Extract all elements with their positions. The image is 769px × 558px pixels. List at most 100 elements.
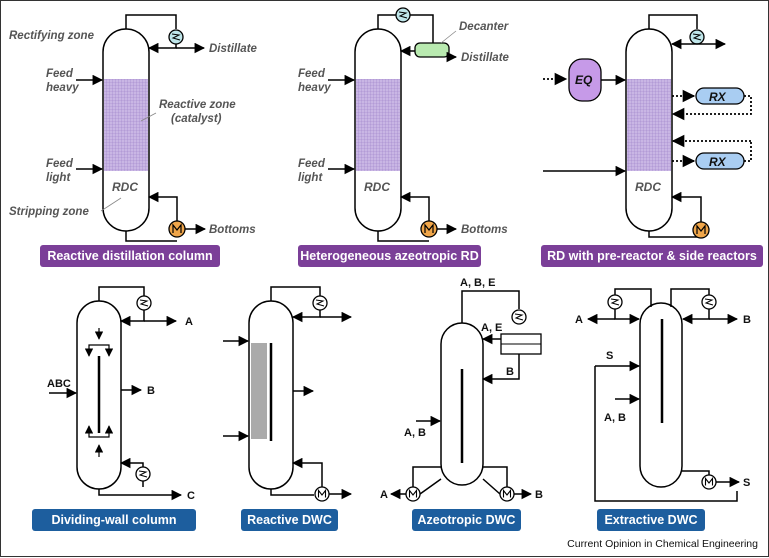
b-reflux-label: B — [506, 366, 514, 378]
reflux-line — [119, 310, 145, 327]
left-bottoms-line — [412, 466, 441, 487]
right-bottoms-line — [483, 466, 508, 487]
title-rd-with-reactors: RD with pre-reactor & side reactors — [541, 245, 763, 267]
panel-heterogeneous-azeotropic-rd: Feed heavy Feed light RDC Decanter Disti… — [298, 7, 510, 242]
reflux-line — [147, 42, 177, 54]
reboiler-left-icon — [405, 486, 421, 502]
bottoms-line — [648, 231, 701, 238]
b-label: B — [743, 314, 751, 326]
bottoms-line — [377, 231, 429, 242]
reboiler-icon — [420, 220, 438, 238]
rdc-label: RDC — [364, 180, 390, 194]
b-label: B — [147, 385, 155, 397]
condenser-right-icon — [701, 294, 717, 310]
feed-light-label-2: light — [46, 172, 71, 184]
title-reactive-distillation-column: Reactive distillation column — [40, 245, 220, 267]
bottom-merge-left — [84, 425, 99, 438]
reboiler-icon — [168, 220, 186, 238]
left-reflux — [614, 309, 641, 325]
boilup-line — [670, 191, 702, 223]
reactive-zone-leader — [140, 112, 157, 122]
bottoms-line — [98, 489, 183, 501]
abc-label: ABC — [47, 378, 71, 390]
title-heterogeneous-azeotropic-rd: Heterogeneous azeotropic RD — [298, 245, 481, 267]
panel-dividing-wall-column: A B C ABC — [47, 286, 195, 502]
b-label: B — [535, 489, 543, 501]
s-label-top: S — [606, 350, 613, 362]
reboiler-icon — [692, 221, 710, 239]
overhead-line — [125, 14, 177, 29]
c-label: C — [187, 490, 195, 502]
left-boilup — [419, 478, 442, 495]
condenser-icon — [689, 29, 705, 45]
condenser-left-icon — [607, 294, 623, 310]
decanter-leader — [440, 30, 457, 44]
title-extractive-dwc: Extractive DWC — [597, 509, 705, 531]
a-label: A — [575, 314, 583, 326]
panel-reactive-dwc — [223, 286, 353, 502]
overhead-line — [461, 290, 520, 323]
title-dividing-wall-column: Dividing-wall column — [32, 509, 196, 531]
title-reactive-dwc: Reactive DWC — [241, 509, 338, 531]
distillate-label: Distillate — [209, 43, 258, 55]
decanter-icon — [414, 42, 450, 58]
bottom-merge-right — [99, 425, 114, 438]
panel-extractive-dwc: A B S A, B S — [575, 288, 751, 502]
solvent-recycle-line — [594, 366, 738, 502]
s-label-bottom: S — [743, 477, 750, 489]
reboiler-icon — [314, 486, 330, 502]
stripping-zone-leader — [100, 197, 122, 212]
rx-label-2: RX — [709, 155, 727, 169]
panel-rd-with-reactors: EQ RX RX RDC — [543, 14, 752, 239]
condenser-icon — [312, 295, 328, 311]
feed-heavy-label-1: Feed — [298, 68, 326, 80]
rx-label-1: RX — [709, 90, 727, 104]
feed-light-label-1: Feed — [298, 158, 326, 170]
bottoms-label: Bottoms — [209, 224, 256, 236]
condenser-icon — [135, 466, 151, 482]
top-split-right — [99, 344, 114, 357]
rdc-label: RDC — [635, 180, 661, 194]
bottoms-line — [270, 489, 314, 496]
boilup-line — [147, 191, 178, 221]
rx2-loop-dotted — [744, 141, 752, 162]
overhead-line — [648, 14, 698, 29]
panel-azeotropic-dwc: A, B, E A, E B A, B A B — [380, 277, 543, 502]
ab-label: A, B — [604, 412, 626, 424]
overhead-line — [270, 286, 321, 301]
rectifying-zone-label: Rectifying zone — [9, 30, 95, 42]
right-boilup — [482, 478, 501, 495]
stripping-zone-label: Stripping zone — [9, 206, 89, 218]
rdc-label: RDC — [112, 180, 138, 194]
eq-label: EQ — [575, 73, 593, 87]
a-label: A — [380, 489, 388, 501]
right-overhead — [670, 288, 710, 307]
condenser-icon — [511, 309, 527, 325]
condenser-icon — [136, 295, 152, 311]
overhead-line-2 — [410, 14, 434, 43]
reactive-zone-catalyst — [104, 79, 148, 171]
feed-light-label-1: Feed — [46, 158, 74, 170]
feed-heavy-label-1: Feed — [46, 68, 74, 80]
reflux-line — [291, 310, 321, 323]
overhead-line — [377, 14, 396, 29]
ab-label: A, B — [404, 427, 426, 439]
bottoms-label: Bottoms — [461, 224, 508, 236]
feed-light-label-2: light — [298, 172, 323, 184]
rx1-out-dotted — [671, 95, 752, 121]
credit-line: Current Opinion in Chemical Engineering — [567, 538, 758, 550]
condenser-icon — [168, 29, 184, 45]
title-azeotropic-dwc: Azeotropic DWC — [412, 509, 521, 531]
abe-label: A, B, E — [460, 277, 495, 289]
reboiler-icon — [701, 474, 717, 490]
feed-heavy-label-2: heavy — [46, 82, 79, 94]
feed-heavy-label-2: heavy — [298, 82, 331, 94]
bottoms-line — [125, 231, 177, 242]
left-overhead — [614, 288, 652, 307]
right-reflux — [681, 309, 710, 325]
a-label: A — [185, 316, 193, 328]
condenser-icon — [395, 7, 411, 23]
boilup-line — [291, 457, 323, 487]
